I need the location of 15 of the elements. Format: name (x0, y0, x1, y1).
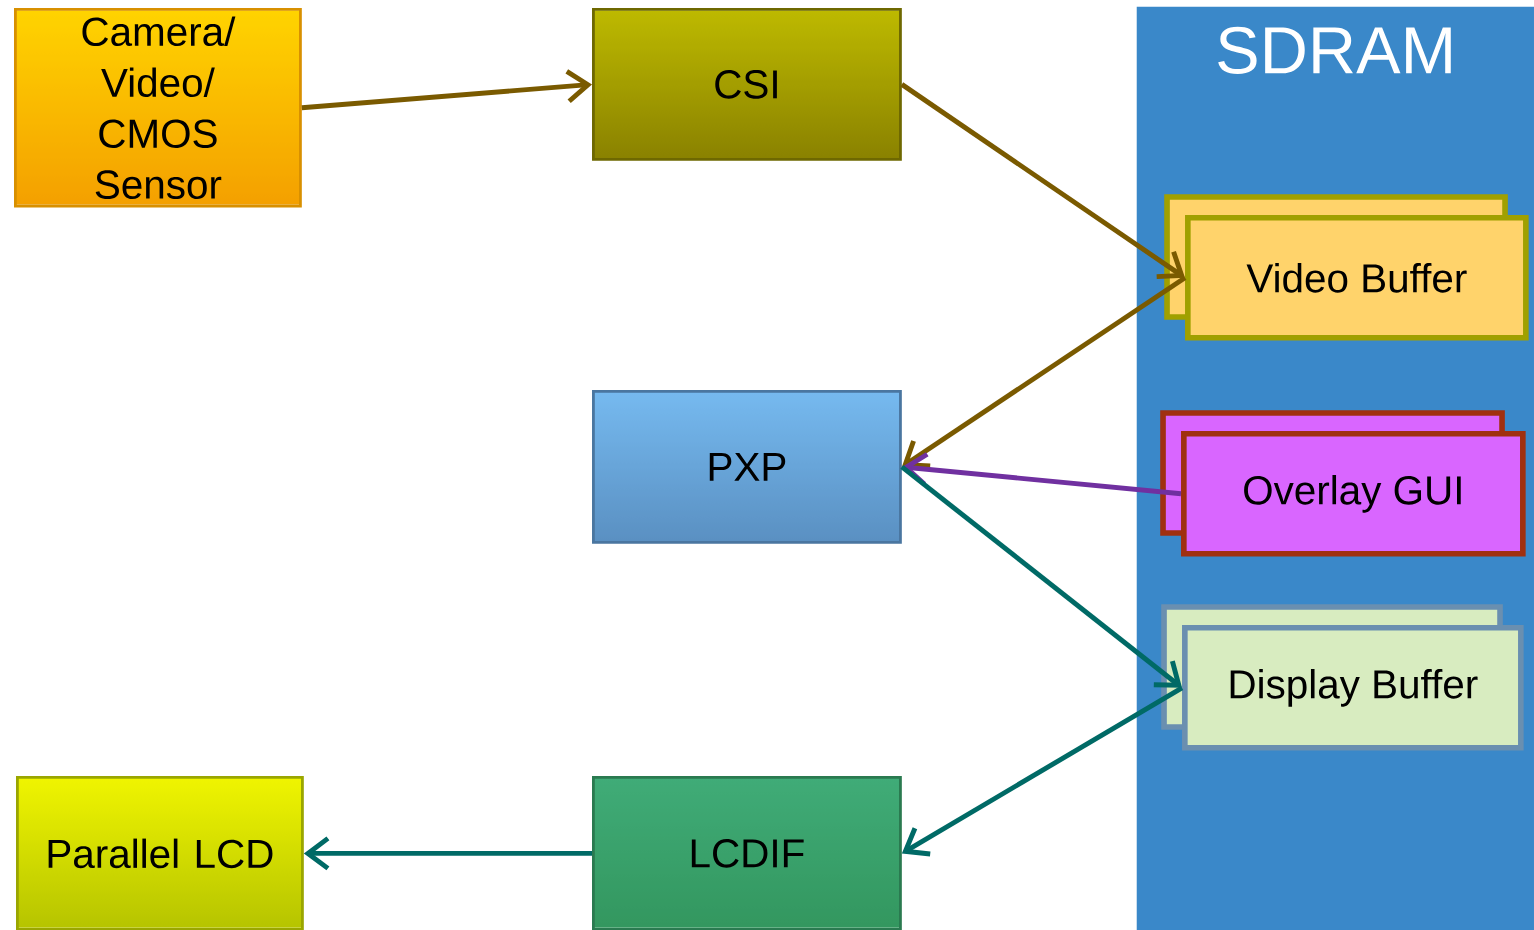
process-box: LCDIF (592, 776, 902, 930)
arrow (301, 69, 592, 111)
process-box: CSI (592, 7, 902, 161)
process-box: Parallel LCD (16, 776, 304, 930)
arrow (900, 82, 1186, 280)
buffer-stack: Video Buffer (1164, 194, 1529, 341)
arrow (901, 452, 1182, 497)
arrow (303, 836, 592, 871)
process-box: Camera/ Video/ CMOS Sensor (14, 7, 302, 208)
arrow (901, 275, 1187, 469)
process-box: PXP (592, 390, 902, 544)
buffer-stack: Overlay GUI (1160, 410, 1526, 557)
arrow (900, 464, 1183, 688)
buffer-stack: Display Buffer (1161, 604, 1524, 751)
arrow (901, 685, 1184, 857)
